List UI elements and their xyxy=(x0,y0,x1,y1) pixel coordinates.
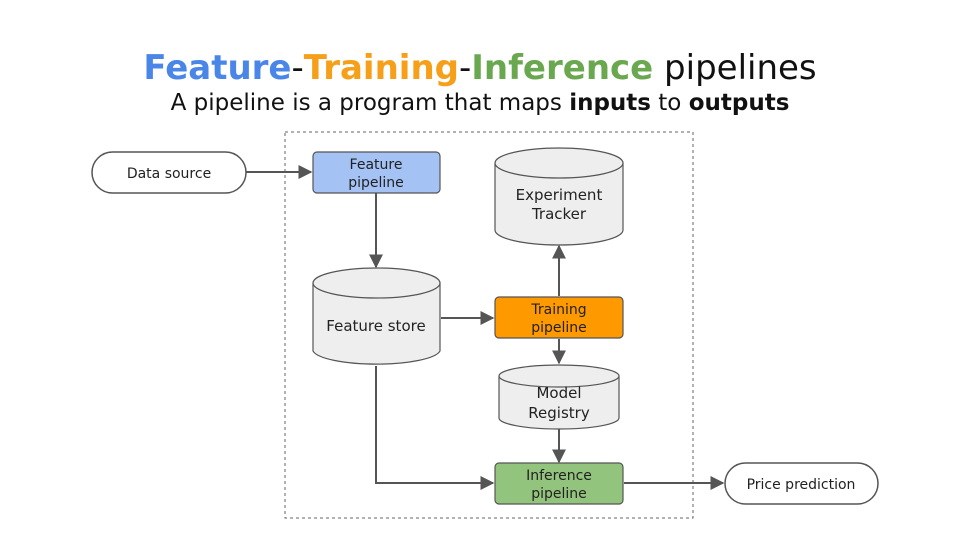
subtitle-part-2: to xyxy=(650,90,689,116)
node-price-prediction-label: Price prediction xyxy=(747,477,856,493)
node-inference-pipeline-line-1: Inference xyxy=(526,468,592,484)
title-sep-2: - xyxy=(459,48,472,88)
subtitle-inputs: inputs xyxy=(569,90,651,116)
node-feature-pipeline-line-1: Feature xyxy=(350,157,403,173)
node-experiment-tracker: Experiment Tracker xyxy=(494,147,624,246)
subtitle-outputs: outputs xyxy=(688,90,790,116)
subtitle-part-1: A pipeline is a program that maps xyxy=(170,90,570,116)
title-training: Training xyxy=(303,48,459,88)
node-model-registry-line-1: Model xyxy=(536,384,581,402)
node-feature-pipeline-line-2: pipeline xyxy=(348,175,404,191)
node-feature-store-label: Feature store xyxy=(326,317,425,335)
node-price-prediction: Price prediction xyxy=(724,462,879,505)
node-experiment-tracker-line-2: Tracker xyxy=(531,205,587,223)
node-model-registry: Model Registry xyxy=(498,364,620,430)
node-feature-store: Feature store xyxy=(312,267,441,365)
node-experiment-tracker-line-1: Experiment xyxy=(516,186,603,204)
title-inference: Inference xyxy=(471,48,654,88)
node-training-pipeline: Training pipeline xyxy=(494,296,624,339)
node-model-registry-line-2: Registry xyxy=(528,404,590,422)
node-data-source-label: Data source xyxy=(127,166,211,182)
node-feature-pipeline: Feature pipeline xyxy=(312,151,441,194)
pipeline-boundary xyxy=(284,131,694,519)
title-sep-1: - xyxy=(291,48,304,88)
node-training-pipeline-line-1: Training xyxy=(530,302,586,318)
node-training-pipeline-line-2: pipeline xyxy=(531,320,587,336)
node-inference-pipeline: Inference pipeline xyxy=(494,462,624,505)
node-data-source: Data source xyxy=(91,151,247,194)
title-feature: Feature xyxy=(143,48,292,88)
edges xyxy=(246,165,725,490)
edge-store-to-inference xyxy=(375,366,495,490)
title-rest: pipelines xyxy=(653,48,817,88)
diagram-title: Feature-Training-Inference pipelines xyxy=(0,48,960,88)
node-inference-pipeline-line-2: pipeline xyxy=(531,486,587,502)
diagram-subtitle: A pipeline is a program that maps inputs… xyxy=(0,88,960,118)
